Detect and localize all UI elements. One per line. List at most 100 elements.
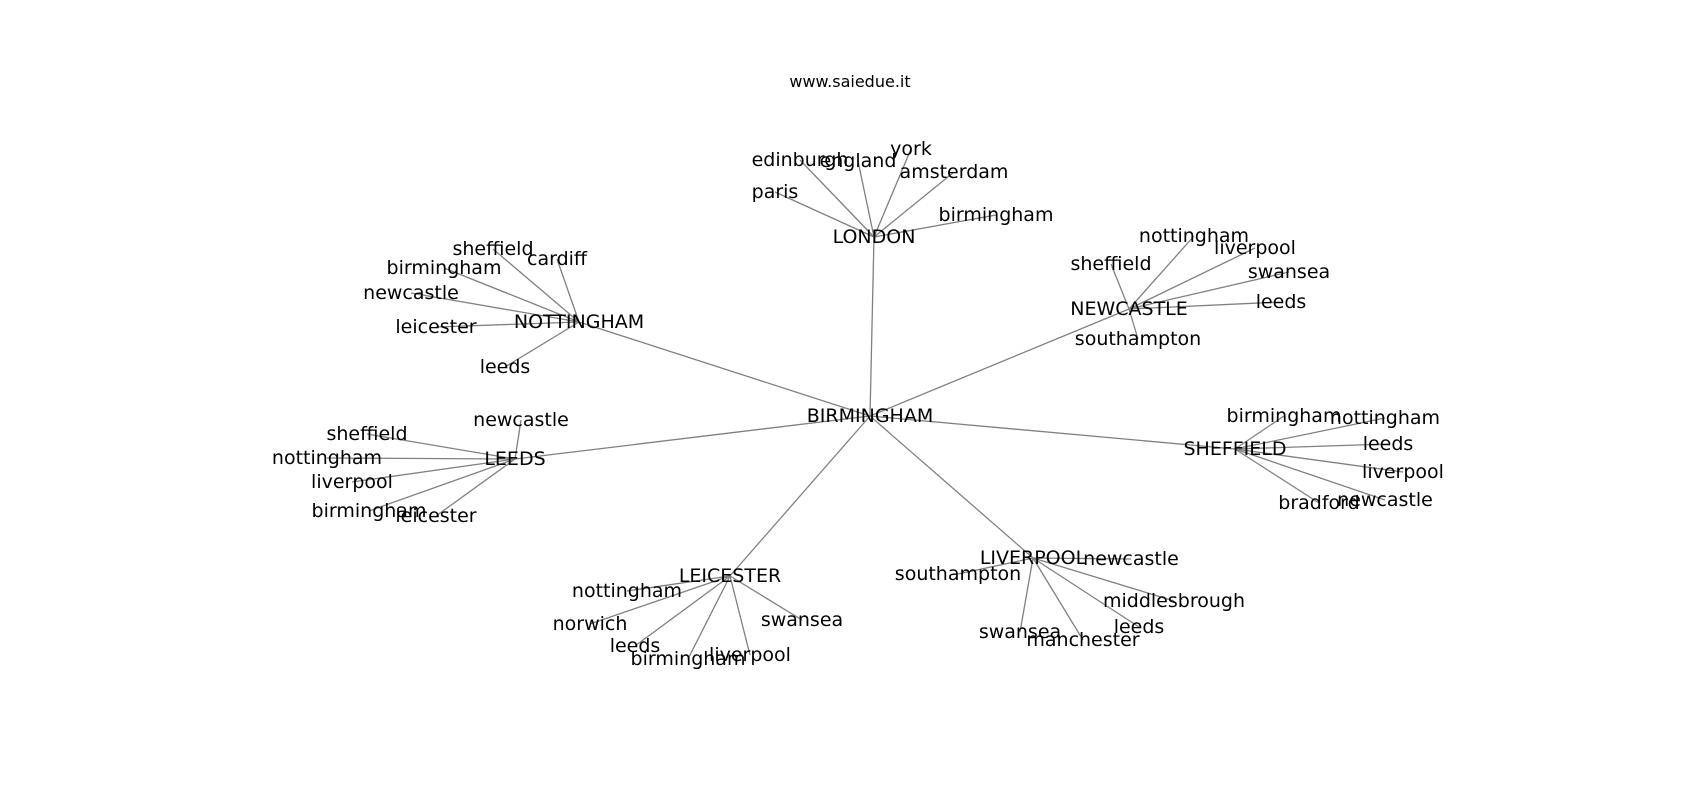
edge-center-newcastle	[869, 308, 1130, 417]
labels-layer: BIRMINGHAM LONDON edinburghenglandyorkamst…	[272, 138, 1444, 670]
node-leaf-london-paris: paris	[752, 181, 799, 203]
node-leaf-london-york: york	[890, 138, 932, 160]
edge-nottingham-leicester	[435, 321, 580, 328]
node-leaf-sheffield-newcastle: newcastle	[1337, 489, 1433, 511]
edge-liverpool-middlesbrough	[1032, 557, 1175, 602]
chart-title: www.saiedue.it	[789, 72, 910, 91]
edge-sheffield-newcastle	[1234, 448, 1386, 501]
edge-newcastle-swansea	[1128, 271, 1290, 310]
node-leaf-sheffield-bradford: bradford	[1278, 492, 1359, 514]
node-leaf-london-edinburgh: edinburgh	[752, 149, 849, 171]
edge-leicester-swansea	[729, 575, 803, 621]
node-leaf-london-england: england	[820, 150, 897, 172]
edge-center-leeds	[514, 415, 871, 460]
node-leaf-leeds-nottingham: nottingham	[272, 447, 382, 469]
node-leaf-nottingham-leicester: leicester	[395, 316, 476, 338]
node-leaf-sheffield-leeds: leeds	[1363, 433, 1414, 455]
edge-leicester-birmingham	[687, 575, 731, 660]
edge-leeds-nottingham	[326, 457, 516, 460]
node-leaf-newcastle-liverpool: liverpool	[1214, 237, 1296, 259]
node-hub-sheffield: SHEFFIELD	[1183, 438, 1286, 460]
node-leaf-liverpool-leeds: leeds	[1114, 616, 1165, 638]
edge-newcastle-leeds	[1128, 301, 1282, 310]
edge-sheffield-liverpool	[1234, 448, 1404, 473]
edge-newcastle-sheffield	[1110, 263, 1130, 310]
node-leaf-leicester-swansea: swansea	[761, 609, 843, 631]
node-leaf-newcastle-swansea: swansea	[1248, 261, 1330, 283]
node-leaf-nottingham-newcastle: newcastle	[363, 282, 459, 304]
node-hub-leicester: LEICESTER	[679, 565, 781, 587]
edge-center-london	[869, 236, 875, 417]
node-leaf-liverpool-southampton: southampton	[895, 563, 1021, 585]
node-leaf-leeds-birmingham: birmingham	[312, 500, 427, 522]
node-leaf-liverpool-manchester: manchester	[1026, 629, 1139, 651]
edge-leeds-newcastle	[514, 419, 522, 460]
node-leaf-nottingham-sheffield: sheffield	[452, 238, 533, 260]
node-leaf-nottingham-cardiff: cardiff	[527, 248, 588, 270]
node-leaf-sheffield-birmingham: birmingham	[1227, 405, 1342, 427]
edge-sheffield-leeds	[1234, 443, 1389, 450]
edge-liverpool-southampton	[957, 557, 1034, 575]
node-leaf-liverpool-swansea: swansea	[979, 621, 1061, 643]
edge-liverpool-manchester	[1032, 557, 1084, 641]
node-leaf-liverpool-newcastle: newcastle	[1083, 548, 1179, 570]
edge-nottingham-birmingham	[443, 267, 580, 323]
edge-leicester-norwich	[589, 575, 731, 625]
edge-sheffield-birmingham	[1234, 415, 1285, 450]
node-leaf-newcastle-leeds: leeds	[1256, 291, 1307, 313]
node-leaf-liverpool-middlesbrough: middlesbrough	[1103, 590, 1245, 612]
edge-leeds-leicester	[435, 458, 516, 517]
node-leaf-nottingham-leeds: leeds	[480, 356, 531, 378]
edge-leeds-sheffield	[366, 433, 516, 460]
node-leaf-sheffield-nottingham: nottingham	[1330, 407, 1440, 429]
edge-leeds-birmingham	[368, 458, 516, 512]
edge-leicester-leeds	[634, 575, 731, 647]
node-leaf-leicester-birmingham: birmingham	[631, 648, 746, 670]
edges-layer	[326, 148, 1404, 660]
node-leaf-leicester-nottingham: nottingham	[572, 580, 682, 602]
edge-sheffield-nottingham	[1234, 417, 1386, 450]
node-hub-london: LONDON	[833, 226, 916, 248]
edge-liverpool-swansea	[1019, 557, 1034, 633]
edge-leicester-liverpool	[729, 575, 751, 656]
node-leaf-leeds-newcastle: newcastle	[473, 409, 569, 431]
edge-center-sheffield	[869, 415, 1236, 450]
node-leaf-leeds-sheffield: sheffield	[326, 423, 407, 445]
node-leaf-leicester-liverpool: liverpool	[709, 644, 791, 666]
edge-newcastle-southampton	[1128, 308, 1139, 340]
node-leaf-leeds-leicester: leicester	[395, 505, 476, 527]
node-leaf-newcastle-southampton: southampton	[1075, 328, 1201, 350]
edge-nottingham-newcastle	[410, 292, 580, 323]
edge-nottingham-leeds	[504, 321, 580, 368]
edge-nottingham-cardiff	[556, 258, 580, 323]
node-leaf-sheffield-liverpool: liverpool	[1362, 461, 1444, 483]
node-leaf-leicester-norwich: norwich	[553, 613, 628, 635]
node-hub-liverpool: LIVERPOOL	[980, 547, 1087, 569]
edge-center-liverpool	[869, 415, 1034, 559]
node-leaf-newcastle-sheffield: sheffield	[1070, 253, 1151, 275]
node-center-birmingham: BIRMINGHAM	[807, 405, 933, 427]
edge-london-amsterdam	[873, 171, 955, 238]
node-leaf-leeds-liverpool: liverpool	[311, 471, 393, 493]
edge-center-leicester	[729, 415, 871, 577]
edge-london-york	[873, 148, 912, 238]
edge-liverpool-newcastle	[1032, 557, 1132, 560]
edge-liverpool-leeds	[1032, 557, 1140, 628]
edge-london-edinburgh	[799, 159, 875, 238]
edge-london-england	[857, 160, 875, 238]
node-leaf-london-birmingham: birmingham	[939, 204, 1054, 226]
edge-newcastle-nottingham	[1128, 235, 1195, 310]
node-hub-newcastle: NEWCASTLE	[1070, 298, 1188, 320]
node-leaf-newcastle-nottingham: nottingham	[1139, 225, 1249, 247]
edge-london-paris	[774, 191, 875, 238]
node-hub-nottingham: NOTTINGHAM	[514, 311, 644, 333]
edge-leeds-liverpool	[351, 458, 516, 483]
edge-center-nottingham	[578, 321, 871, 417]
edge-nottingham-sheffield	[492, 248, 580, 323]
node-leaf-london-amsterdam: amsterdam	[900, 161, 1009, 183]
node-leaf-nottingham-birmingham: birmingham	[387, 257, 502, 279]
edge-sheffield-bradford	[1234, 448, 1320, 504]
edge-london-birmingham	[873, 214, 997, 238]
edge-newcastle-liverpool	[1128, 247, 1256, 310]
